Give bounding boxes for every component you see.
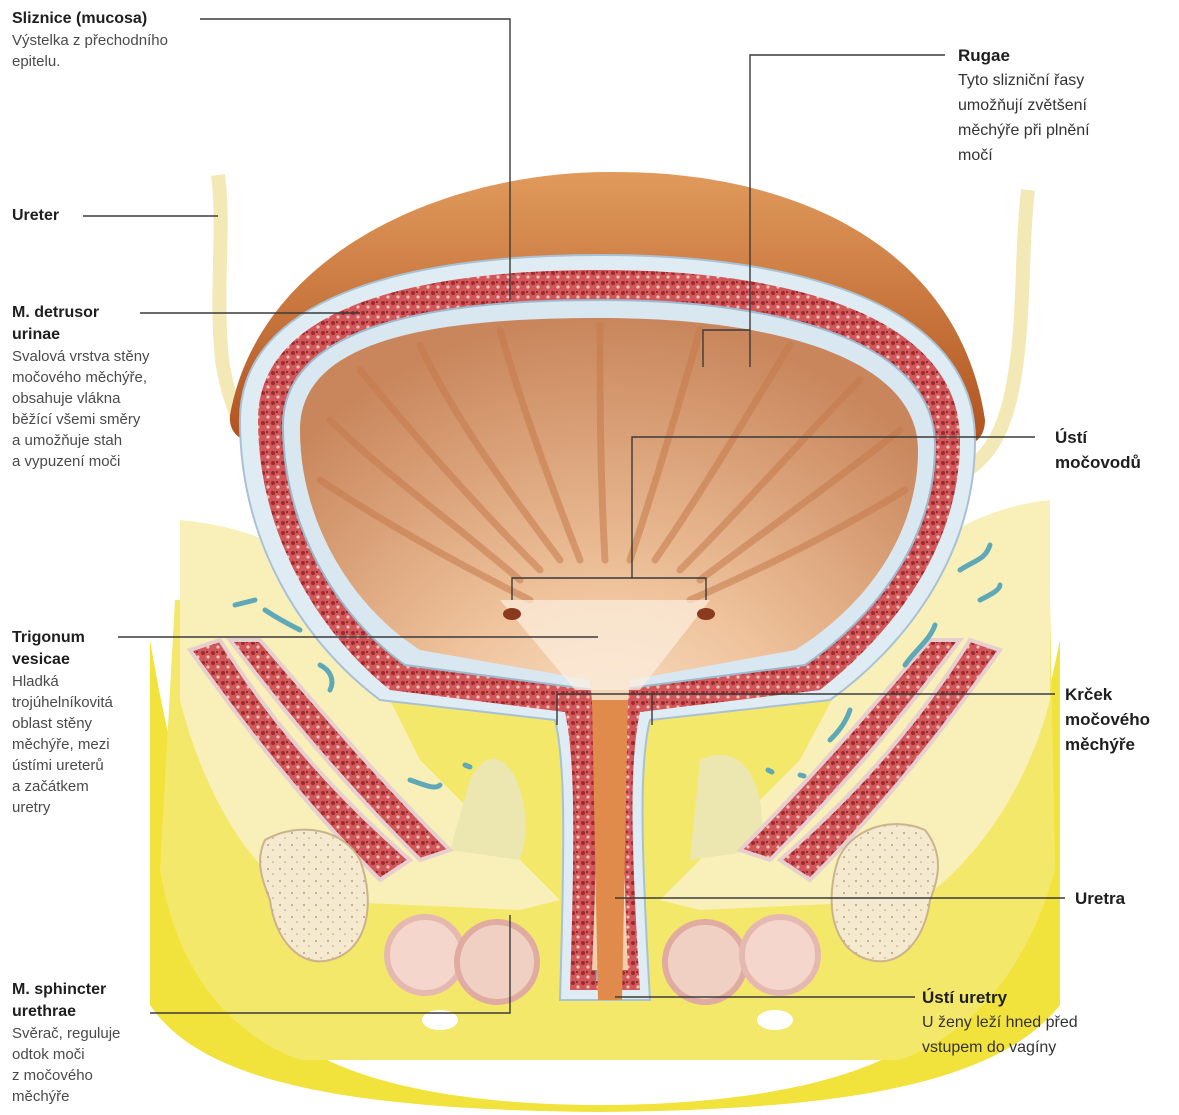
label-sphincter-desc: Svěrač, reguluje odtok moči z močového m… (12, 1023, 192, 1107)
label-sphincter: M. sphincter urethrae Svěrač, reguluje o… (12, 979, 192, 1107)
label-trigonum-title: Trigonum vesicae (12, 627, 192, 671)
label-trigonum-desc: Hladká trojúhelníkovitá oblast stěny měc… (12, 671, 192, 818)
label-uretra-title: Uretra (1075, 886, 1175, 911)
label-ureter: Ureter (12, 205, 92, 227)
label-krcek: Krček močového měchýře (1065, 682, 1177, 757)
label-detrusor-title: M. detrusor urinae (12, 302, 212, 346)
label-usti-uretry-title: Ústí uretry (922, 985, 1172, 1010)
label-usti-mocovodu: Ústí močovodů (1055, 425, 1175, 475)
label-uretra: Uretra (1075, 886, 1175, 911)
label-ureter-title: Ureter (12, 205, 92, 227)
label-rugae: Rugae Tyto slizniční řasy umožňují zvětš… (958, 43, 1168, 168)
label-detrusor-desc: Svalová vrstva stěny močového měchýře, o… (12, 346, 212, 472)
label-rugae-title: Rugae (958, 43, 1168, 68)
label-detrusor: M. detrusor urinae Svalová vrstva stěny … (12, 302, 212, 472)
label-usti-uretry-desc: U ženy leží hned před vstupem do vagíny (922, 1010, 1172, 1060)
urethra-canal (592, 700, 628, 1000)
label-rugae-desc: Tyto slizniční řasy umožňují zvětšení mě… (958, 68, 1168, 168)
label-usti-uretry: Ústí uretry U ženy leží hned před vstupe… (922, 985, 1172, 1060)
label-trigonum: Trigonum vesicae Hladká trojúhelníkovitá… (12, 627, 192, 818)
label-krcek-title: Krček močového měchýře (1065, 682, 1177, 757)
label-sliznice-title: Sliznice (mucosa) (12, 8, 252, 30)
label-sliznice-desc: Výstelka z přechodního epitelu. (12, 30, 252, 72)
label-sphincter-title: M. sphincter urethrae (12, 979, 192, 1023)
label-sliznice: Sliznice (mucosa) Výstelka z přechodního… (12, 8, 252, 72)
label-usti-mocovodu-title: Ústí močovodů (1055, 425, 1175, 475)
